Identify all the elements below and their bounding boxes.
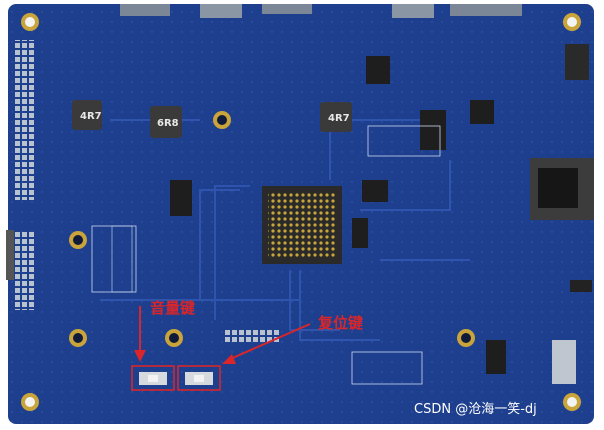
bottom-pins — [224, 330, 280, 344]
reset-key-arrow — [227, 323, 311, 361]
svg-text:4R7: 4R7 — [80, 111, 102, 122]
ics — [170, 56, 506, 374]
right-connectors — [530, 44, 594, 384]
volume-key-label: 音量键 — [150, 299, 195, 317]
inductor-left: 4R7 — [72, 100, 102, 130]
reset-key-arrowhead — [222, 354, 236, 364]
svg-text:4R7: 4R7 — [328, 113, 350, 124]
svg-text:6R8: 6R8 — [157, 118, 179, 129]
volume-key-arrowhead — [134, 350, 146, 362]
volume-key-button — [131, 365, 175, 391]
inductor-right: 4R7 — [320, 102, 352, 132]
inductor-middle: 6R8 — [150, 106, 182, 138]
left-headers — [6, 40, 36, 310]
watermark: CSDN @沧海一笑-dj — [414, 401, 537, 417]
top-connectors — [120, 4, 522, 18]
reset-key-button — [177, 365, 221, 391]
silkscreen-block — [91, 125, 441, 385]
mounting-holes — [21, 13, 581, 411]
main-soc-chip — [262, 186, 342, 264]
reset-key-label: 复位键 — [317, 314, 363, 332]
